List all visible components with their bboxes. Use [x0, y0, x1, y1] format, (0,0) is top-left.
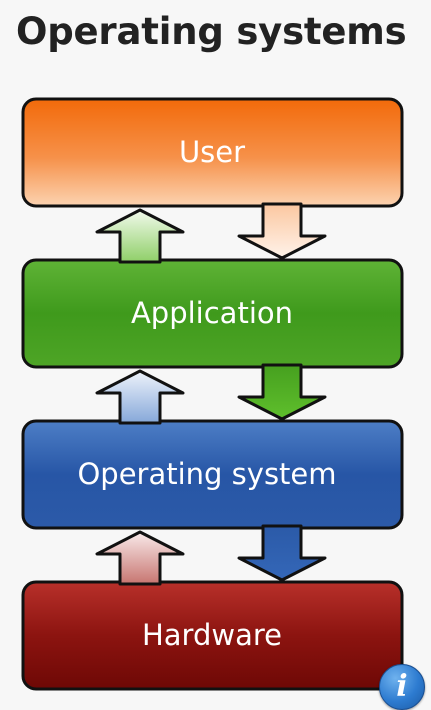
info-glyph: i — [396, 669, 408, 704]
page-title: Operating systems — [16, 10, 407, 53]
layer-application — [21, 258, 404, 369]
info-icon[interactable]: i — [379, 664, 425, 710]
arrow-up-os-to-application — [95, 369, 185, 425]
layer-label-user: User — [179, 135, 245, 169]
layer-user — [21, 97, 404, 208]
arrow-up-hardware-to-os — [95, 530, 185, 586]
arrow-up-application-to-user — [95, 208, 185, 264]
layer-label-application: Application — [131, 296, 293, 330]
layer-operating-system — [21, 419, 404, 530]
layer-label-operating-system: Operating system — [77, 457, 336, 491]
arrow-down-os-to-hardware — [237, 524, 327, 582]
layer-hardware — [21, 580, 404, 691]
arrow-down-user-to-application — [237, 202, 327, 260]
layer-label-hardware: Hardware — [142, 618, 282, 652]
arrow-down-application-to-os — [237, 363, 327, 421]
